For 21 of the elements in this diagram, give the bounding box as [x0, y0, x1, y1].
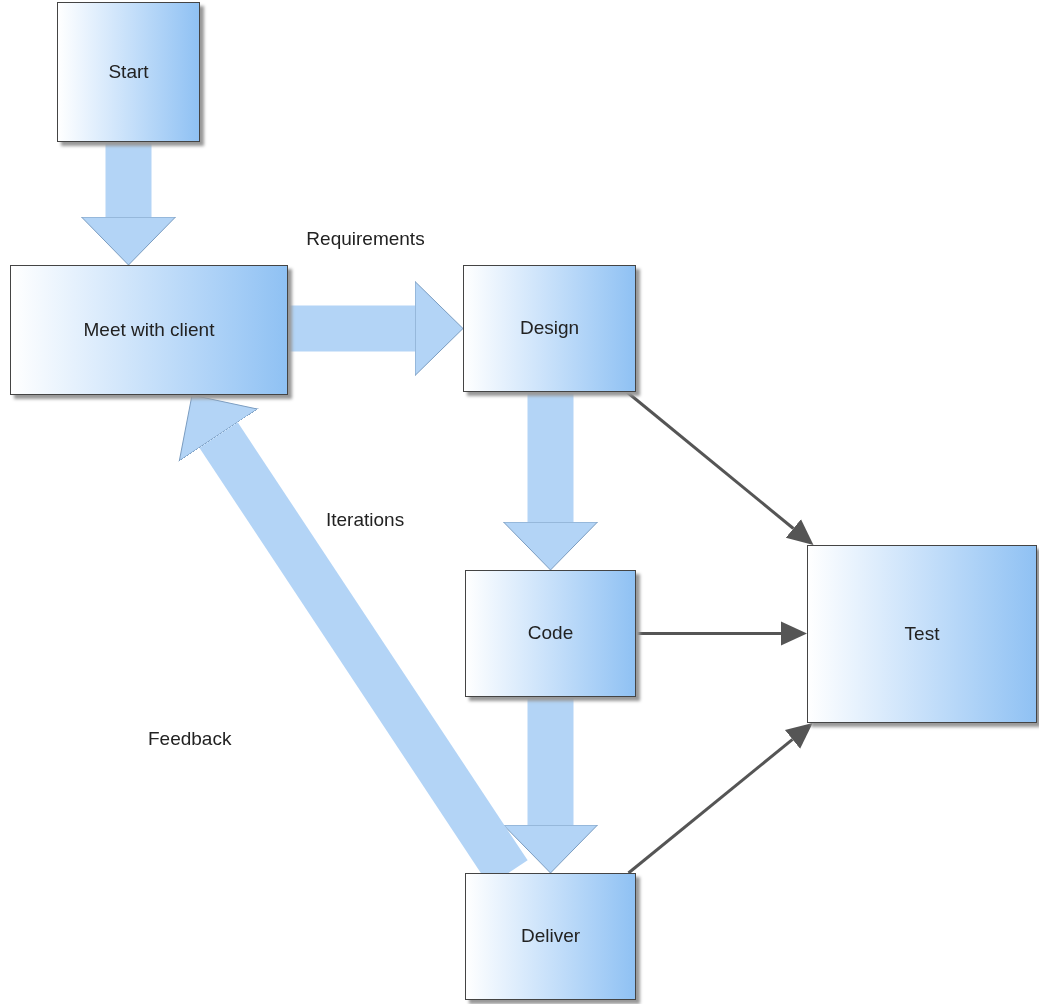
note-label: Feedback [148, 727, 232, 751]
note-label: Iterations [326, 508, 405, 532]
box-label: Meet with client [83, 317, 215, 342]
box-label: Test [904, 621, 940, 646]
arrow [636, 621, 807, 646]
box-label: Code [527, 621, 574, 646]
arrow [625, 390, 814, 545]
process-box [10, 265, 288, 395]
block-arrow [81, 142, 176, 266]
process-box [807, 545, 1037, 723]
block-arrow [503, 697, 598, 874]
process-box [465, 873, 636, 1000]
box-label: Deliver [520, 924, 581, 949]
block-arrow [503, 392, 598, 571]
box-label: Start [108, 59, 149, 84]
box-label: Design [519, 316, 580, 341]
process-box [465, 570, 636, 697]
block-arrow [288, 281, 464, 376]
arrow [627, 723, 813, 875]
process-box [57, 2, 200, 142]
process-box [463, 265, 636, 392]
